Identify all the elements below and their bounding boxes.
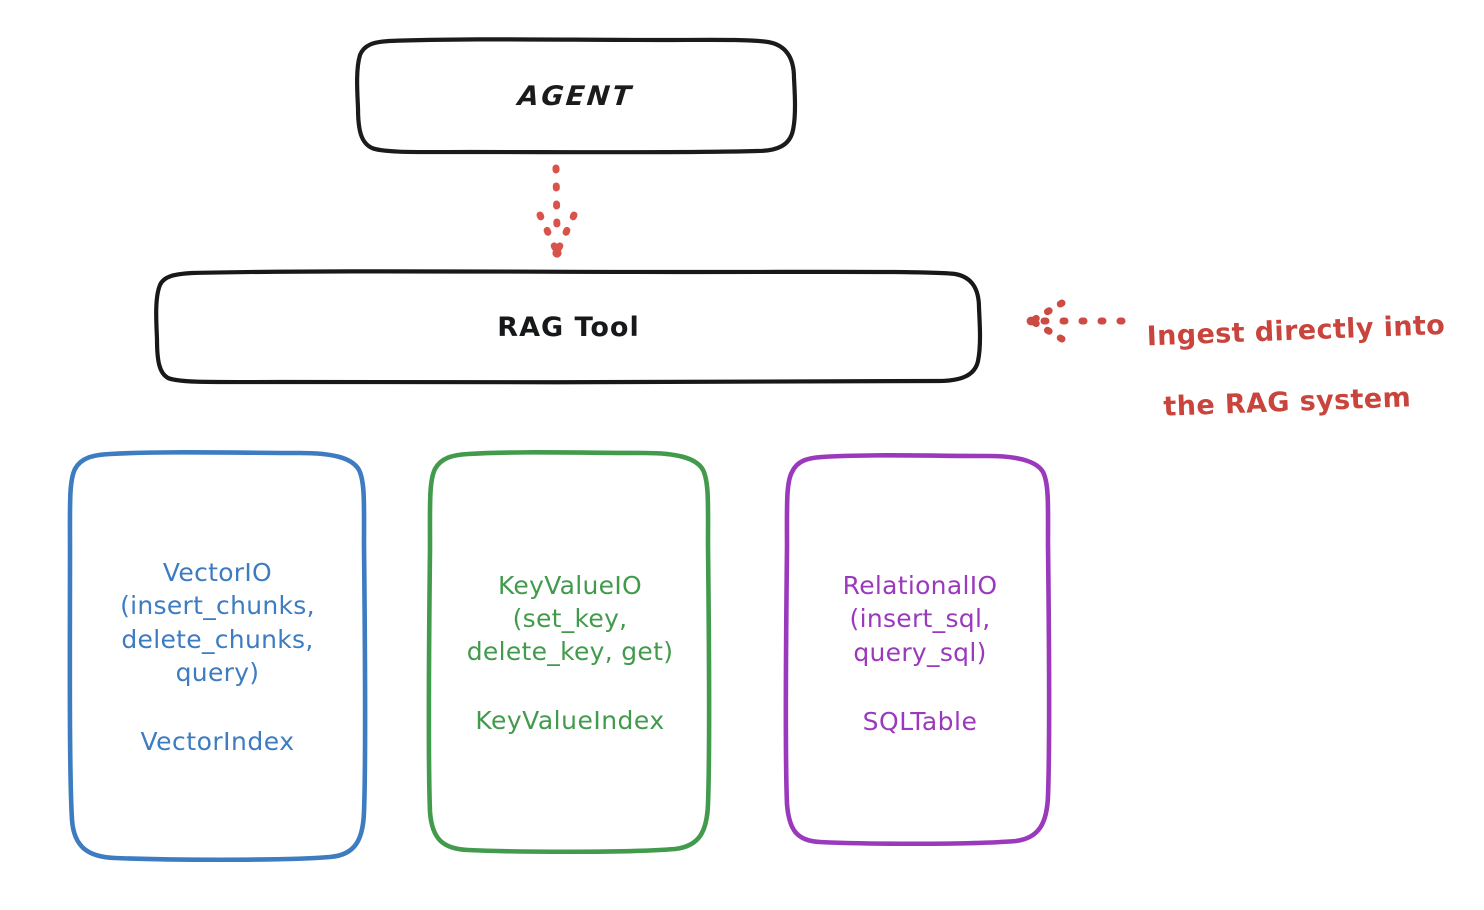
rag-tool-box-outline[interactable] — [154, 269, 983, 385]
ingest-annotation-line-2: the RAG system — [1162, 382, 1412, 423]
sql-table-label: SQLTable — [862, 706, 978, 736]
key-value-io-box-outline[interactable] — [426, 450, 712, 855]
relational-io-box-outline[interactable] — [783, 453, 1052, 847]
agent-box-outline[interactable] — [355, 37, 798, 155]
vector-io-api-label: VectorIO (insert_chunks, delete_chunks, … — [120, 558, 315, 687]
ingest-annotation-line-1: Ingest directly into — [1146, 309, 1446, 352]
key-value-io-api-label: KeyValueIO (set_key, delete_key, get) — [466, 570, 674, 667]
key-value-io-node[interactable]: KeyValueIO (set_key, delete_key, get) Ke… — [430, 452, 710, 852]
agent-node[interactable]: AGENT — [357, 40, 795, 152]
vector-index-label: VectorIndex — [140, 727, 295, 756]
rag-tool-node[interactable]: RAG Tool — [157, 272, 980, 382]
ingest-arrow — [1026, 299, 1126, 343]
ingest-annotation: Ingest directly into the RAG system — [1145, 271, 1482, 462]
relational-io-api-label: RelationalIO (insert_sql, query_sql) — [842, 571, 998, 667]
agent-to-rag-arrow — [536, 164, 578, 258]
agent-label: AGENT — [516, 80, 636, 112]
vector-io-box-outline[interactable] — [67, 450, 368, 863]
vector-io-node[interactable]: VectorIO (insert_chunks, delete_chunks, … — [70, 452, 365, 860]
key-value-index-label: KeyValueIndex — [475, 706, 665, 736]
rag-tool-label: RAG Tool — [497, 311, 640, 343]
relational-io-node[interactable]: RelationalIO (insert_sql, query_sql) SQL… — [787, 455, 1053, 850]
